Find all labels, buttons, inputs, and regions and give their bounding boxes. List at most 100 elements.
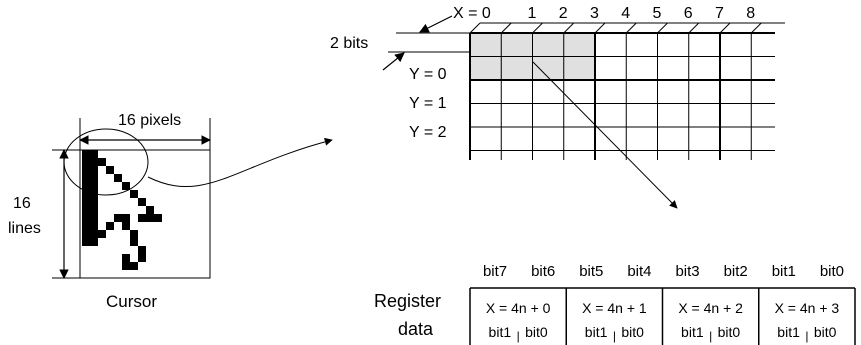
grid-top-tick [563,22,575,34]
grid-to-register-arrow [532,61,678,209]
cursor-pixel [130,230,138,238]
cursor-pixel [90,230,98,238]
grid-top-tick [532,22,543,34]
cursor-pixel [90,150,98,158]
cursor-pixel [82,198,90,206]
bit-header: bit4 [627,263,651,280]
cursor-pixel [90,182,98,190]
x-label: 3 [590,5,599,22]
register-cell-bit-right: bit0 [814,324,837,340]
register-cell-bit-left: bit1 [681,324,704,340]
cursor-pixel [122,262,130,270]
grid-top-tick [657,22,668,34]
cursor-pixel [114,174,122,182]
x-label-prefix: X = 0 [453,5,491,22]
cursor-pixel [138,254,146,262]
grid-top-tick [500,22,512,34]
cursor-pixel [90,206,98,214]
grid-top-tick [719,22,731,34]
cursor-pixel [146,206,154,214]
y-label-1: Y = 1 [409,95,447,112]
bit-header: bit1 [772,263,796,280]
x-label: 1 [528,5,537,22]
cursor-pixel [82,182,90,190]
y-axis-labels: Y = 0 Y = 1 Y = 2 [409,66,447,141]
register-cell-bit-left: bit1 [777,324,800,340]
cursor-pixel [90,158,98,166]
cursor-pixel [106,222,114,230]
magnify-curve-arrow [147,137,333,187]
bits-label: 2 bits [330,35,368,52]
x-label: 5 [653,5,662,22]
register-cell-bit-left: bit1 [585,324,608,340]
cursor-pixel [82,166,90,174]
cursor-pixel [130,238,138,246]
cursor-pixel [82,150,90,158]
cursor-pixel [114,214,122,222]
cursor-pixel [82,230,90,238]
cursor-pixel [98,230,106,238]
bits-arrow-bottom [382,52,405,71]
cursor-pixel [130,262,138,270]
cursor-pixel [106,166,114,174]
cursor-pixel [122,214,130,222]
cursor-height-label-unit: lines [8,220,41,237]
register-cell-separator: | [613,329,616,343]
register-cell-x-label: X = 4n + 1 [582,300,647,316]
register-cell-bit-left: bit1 [489,324,512,340]
register-cell-x-label: X = 4n + 0 [486,300,551,316]
cursor-pixel [146,214,154,222]
cursor-pixel [82,206,90,214]
magnify-ellipse [63,128,149,196]
y-label-0: Y = 0 [409,66,447,83]
cursor-panel: 16 pixels 16 lines Cursor [8,112,333,311]
x-label: 2 [559,5,568,22]
grid-top-tick [625,22,637,34]
cursor-pixel [90,222,98,230]
cursor-pixel [122,254,130,262]
y-label-2: Y = 2 [409,124,447,141]
register-cell-x-label: X = 4n + 3 [775,300,840,316]
cursor-width-label: 16 pixels [118,112,181,129]
register-label-line1: Register [374,291,441,311]
register-cell-separator: | [517,329,520,343]
cursor-pixel [90,198,98,206]
cursor-pixel [82,214,90,222]
register-cell-bit-right: bit0 [621,324,644,340]
cursor-pixel [122,222,130,230]
cursor-pixel [82,190,90,198]
x-label: 8 [746,5,755,22]
cursor-pixel [122,182,130,190]
bit-header: bit6 [531,263,555,280]
bit-header: bit0 [820,263,844,280]
register-label-line2: data [398,319,434,339]
cursor-pixel [98,158,106,166]
register-cell-x-label: X = 4n + 2 [678,300,743,316]
register-cell-bit-right: bit0 [718,324,741,340]
cursor-pixel [154,214,162,222]
bit-header: bit3 [675,263,699,280]
x-label: 4 [621,5,630,22]
cursor-pixel [90,214,98,222]
cursor-pixel [82,238,90,246]
cursor-pixel-art [82,150,162,270]
cursor-pixel [138,198,146,206]
bit-header: bit7 [483,263,507,280]
x-label: 7 [715,5,724,22]
register-cell-separator: | [805,329,808,343]
register-cell-separator: | [709,329,712,343]
cursor-pixel [82,158,90,166]
cursor-pixel [90,174,98,182]
grid-top-tick [469,22,481,34]
cursor-pixel [82,174,90,182]
cursor-pixel [82,222,90,230]
cursor-pixel [138,214,146,222]
bit-header: bit2 [724,263,748,280]
register-cell-bit-right: bit0 [525,324,548,340]
cursor-pixel [138,246,146,254]
